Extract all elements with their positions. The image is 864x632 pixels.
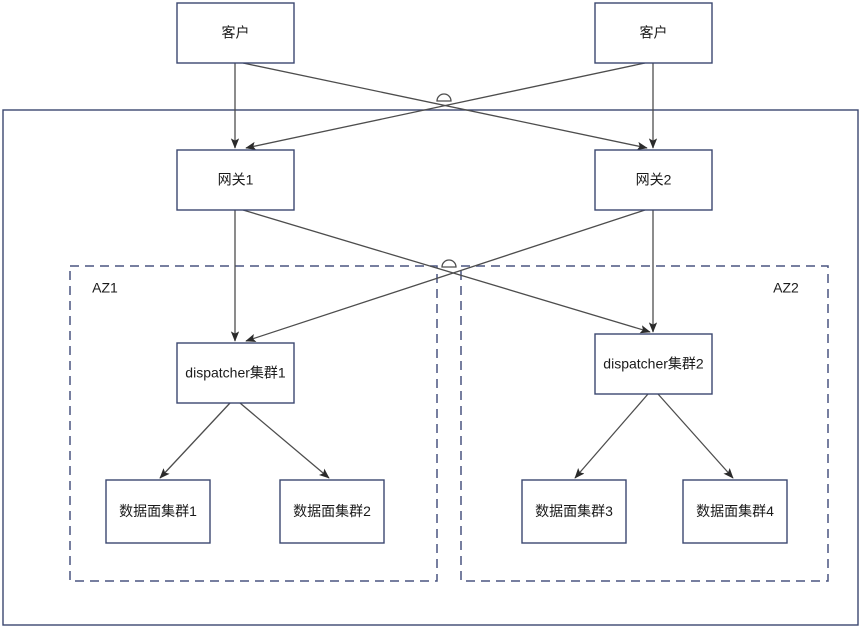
node-label-dispatcher1: dispatcher集群1 (185, 365, 286, 381)
node-label-gateway1: 网关1 (218, 172, 254, 188)
group-label-az1: AZ1 (92, 280, 118, 296)
node-box-dataplane4 (682, 479, 788, 544)
group-containers: AZ1 AZ2 (2, 109, 859, 626)
node-dataplane4[interactable]: 数据面集群4 (682, 479, 788, 544)
node-box-dataplane1 (105, 479, 211, 544)
node-dataplane3[interactable]: 数据面集群3 (521, 479, 627, 544)
node-client1[interactable]: 客户 (176, 2, 295, 64)
node-box-client1 (176, 2, 295, 64)
line-jump-arcs (436, 93, 457, 268)
edge-client2-to-gateway1 (245, 62, 646, 151)
group-box-region (2, 109, 859, 626)
group-box-az1 (69, 265, 438, 582)
line-jump-arc-2 (441, 259, 457, 268)
node-box-gateway2 (594, 149, 713, 211)
edge-dispatcher1-to-dataplane1 (159, 402, 231, 479)
node-box-dataplane2 (279, 479, 385, 544)
node-label-dataplane3: 数据面集群3 (535, 503, 613, 519)
node-box-dataplane3 (521, 479, 627, 544)
node-label-client2: 客户 (640, 25, 668, 41)
node-dataplane2[interactable]: 数据面集群2 (279, 479, 385, 544)
node-box-client2 (594, 2, 713, 64)
edge-dispatcher2-to-dataplane4 (657, 393, 734, 479)
node-label-client1: 客户 (222, 25, 250, 41)
line-jump-arc-1 (436, 93, 452, 102)
edge-dispatcher2-to-dataplane3 (574, 393, 649, 479)
node-label-dispatcher2: dispatcher集群2 (603, 356, 704, 372)
node-gateway2[interactable]: 网关2 (594, 149, 713, 211)
node-label-dataplane4: 数据面集群4 (696, 503, 774, 519)
connector-edges (159, 62, 734, 479)
group-label-az2: AZ2 (773, 280, 799, 296)
node-dispatcher1[interactable]: dispatcher集群1 (176, 342, 295, 404)
edge-gateway2-to-dispatcher1 (245, 209, 646, 342)
group-box-az2 (460, 265, 829, 582)
edge-gateway1-to-dispatcher2 (242, 209, 651, 334)
node-box-dispatcher1 (176, 342, 295, 404)
edge-dispatcher1-to-dataplane2 (239, 402, 330, 479)
node-dataplane1[interactable]: 数据面集群1 (105, 479, 211, 544)
node-gateway1[interactable]: 网关1 (176, 149, 295, 211)
node-label-gateway2: 网关2 (636, 172, 672, 188)
node-label-dataplane2: 数据面集群2 (293, 503, 371, 519)
node-label-dataplane1: 数据面集群1 (119, 503, 197, 519)
node-box-dispatcher2 (594, 333, 713, 395)
node-dispatcher2[interactable]: dispatcher集群2 (594, 333, 713, 395)
node-box-gateway1 (176, 149, 295, 211)
node-client2[interactable]: 客户 (594, 2, 713, 64)
